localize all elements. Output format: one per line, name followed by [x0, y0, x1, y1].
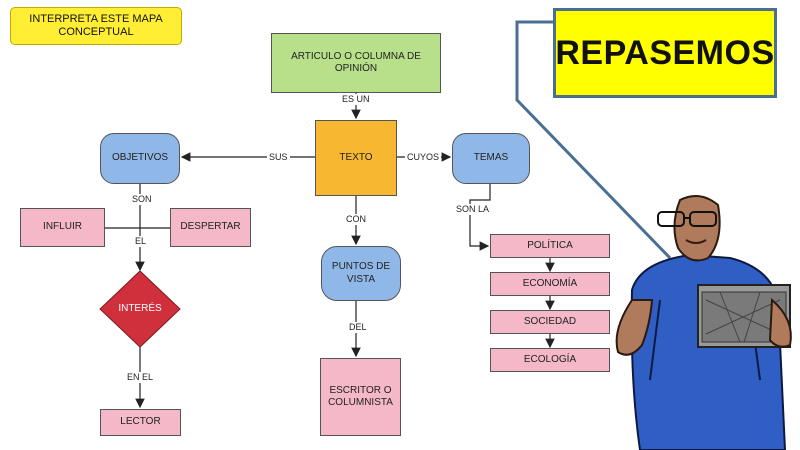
node-lector: LECTOR — [100, 409, 181, 436]
interes-diamond-shape — [99, 270, 181, 348]
node-influir: INFLUIR — [20, 208, 105, 247]
label-el: EL — [133, 236, 149, 247]
node-articulo-label: ARTICULO O COLUMNA DE OPINIÓN — [291, 50, 421, 75]
node-politica: POLÍTICA — [490, 234, 610, 258]
node-puntos-de-vista: PUNTOS DE VISTA — [321, 246, 401, 301]
node-sociedad-label: SOCIEDAD — [523, 315, 577, 327]
node-despertar: DESPERTAR — [170, 208, 251, 247]
node-objetivos: OBJETIVOS — [100, 133, 180, 184]
node-puntos-label: PUNTOS DE VISTA — [331, 261, 391, 285]
label-en-el: EN EL — [125, 372, 156, 383]
node-temas: TEMAS — [452, 133, 530, 184]
repasemos-badge: REPASEMOS — [553, 8, 777, 98]
label-es-un: ES UN — [340, 94, 372, 105]
instruction-text: INTERPRETA ESTE MAPA CONCEPTUAL — [29, 12, 163, 38]
label-son-la: SON LA — [454, 204, 492, 215]
node-ecologia: ECOLOGÍA — [490, 348, 610, 372]
label-sus: SUS — [267, 152, 290, 163]
laptop-icon — [697, 284, 791, 348]
node-articulo: ARTICULO O COLUMNA DE OPINIÓN — [271, 33, 441, 93]
node-ecologia-label: ECOLOGÍA — [523, 353, 577, 365]
node-objetivos-label: OBJETIVOS — [111, 152, 169, 164]
node-interes: INTERÉS — [100, 296, 180, 322]
label-con: CON — [344, 214, 368, 225]
node-despertar-label: DESPERTAR — [180, 221, 241, 233]
node-economia: ECONOMÍA — [490, 272, 610, 296]
node-economia-label: ECONOMÍA — [522, 277, 578, 289]
node-interes-label: INTERÉS — [118, 302, 162, 314]
repasemos-text: REPASEMOS — [555, 33, 775, 72]
node-temas-label: TEMAS — [473, 152, 509, 164]
label-cuyos: CUYOS — [405, 152, 442, 163]
label-son: SON — [130, 194, 154, 205]
node-texto-label: TEXTO — [339, 151, 373, 163]
node-escritor: ESCRITOR O COLUMNISTA — [320, 358, 401, 436]
instruction-box: INTERPRETA ESTE MAPA CONCEPTUAL — [10, 7, 182, 45]
node-escritor-label: ESCRITOR O COLUMNISTA — [328, 384, 393, 409]
node-influir-label: INFLUIR — [43, 221, 82, 233]
node-politica-label: POLÍTICA — [527, 239, 573, 251]
node-sociedad: SOCIEDAD — [490, 310, 610, 334]
node-lector-label: LECTOR — [120, 416, 161, 428]
node-texto: TEXTO — [315, 120, 397, 196]
label-del: DEL — [347, 322, 369, 333]
